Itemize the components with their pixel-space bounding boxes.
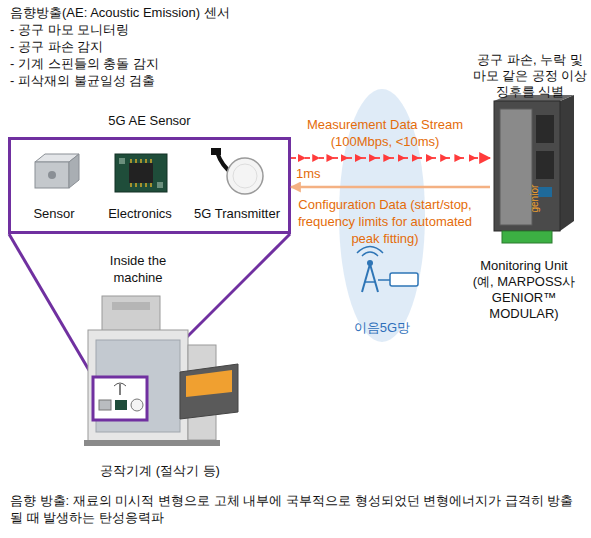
chip-pin — [140, 183, 142, 187]
diagram-title: 음향방출(AE: Acoustic Emission) 센서 — [10, 4, 410, 21]
machine-panel-screen — [186, 370, 232, 397]
node-text: Electronics — [99, 206, 181, 222]
antenna-wave — [357, 247, 383, 254]
chip-pin — [130, 159, 132, 163]
transmitter-part: 5G Transmitter — [187, 146, 287, 228]
sensor-module-box: 5G AE SensorSensorElectronics5G Transmit… — [8, 137, 291, 234]
sensor-bolt — [48, 171, 56, 179]
feature-item: - 기계 스핀들의 충돌 감지 — [10, 55, 310, 72]
annotation: 공작기계 (절삭기 등) — [90, 462, 230, 479]
sensor-location-box — [93, 377, 147, 420]
annotation: 1ms — [296, 165, 336, 182]
brand-mark: genior — [526, 157, 543, 213]
node-text: 5G Transmitter — [187, 206, 287, 222]
chip-body — [129, 163, 153, 183]
node-icon — [490, 95, 582, 245]
chip-pin — [145, 159, 147, 163]
monitoring-unit: 공구 파손, 누락 및 마모 같은 공정 이상 징후를 식별Monitoring… — [490, 95, 582, 245]
feature-item: - 공구 마모 모니터링 — [10, 21, 310, 38]
chip-pin — [130, 183, 132, 187]
device-port — [538, 187, 552, 197]
edge-label: Configuration Data (start/stop, frequenc… — [285, 196, 485, 247]
mini-chip-icon — [115, 400, 127, 410]
mini-antenna-wave — [114, 383, 126, 386]
sensor-side — [69, 154, 79, 188]
antenna-wave — [362, 252, 378, 256]
mini-transmitter-icon — [131, 399, 143, 411]
device-connector — [502, 231, 552, 243]
device-front-panel — [500, 109, 532, 225]
node-text: 5G AE Sensor — [8, 113, 291, 129]
sensor-front — [35, 162, 69, 188]
node-text: 공구 파손, 누락 및 마모 같은 공정 이상 징후를 식별 — [470, 52, 590, 100]
chip-pin — [150, 183, 152, 187]
antenna-tip — [367, 260, 373, 266]
data-flow-arrow — [291, 186, 490, 189]
data-flow-arrow — [291, 157, 490, 159]
machine-body — [88, 330, 188, 442]
chip-pin — [150, 159, 152, 163]
diagram-caption: 음향 방출: 재료의 미시적 변형으로 고체 내부에 국부적으로 형성되었던 변… — [10, 492, 585, 526]
transmitter-body — [227, 158, 263, 194]
machine-base — [84, 440, 220, 446]
edge-label: Measurement Data Stream (100Mbps, <10ms) — [300, 116, 470, 150]
network-device — [390, 273, 418, 286]
zoom-line — [9, 234, 93, 377]
node-icon — [19, 146, 89, 201]
node-text: 이음5G망 — [338, 320, 426, 336]
annotation: Inside the machine — [98, 252, 178, 286]
feature-item: - 피삭재의 불균일성 검출 — [10, 72, 310, 89]
electronics-part: Electronics — [99, 146, 181, 228]
transmitter-ring — [233, 164, 257, 188]
feature-item: - 공구 파손 감지 — [10, 38, 310, 55]
sensor-part: Sensor — [19, 146, 89, 228]
device-body — [494, 101, 560, 231]
pcb-board — [115, 154, 167, 192]
mini-antenna-icon — [119, 384, 121, 395]
chip-pin — [135, 159, 137, 163]
transmitter-plug — [211, 148, 221, 155]
node-text: Monitoring Unit (예, MARPOSS사 GENIOR™ MOD… — [470, 258, 578, 322]
device-side — [560, 95, 574, 231]
chip-pin — [140, 159, 142, 163]
mini-sensor-icon — [99, 400, 111, 410]
machine-control-panel — [180, 364, 238, 419]
device-port — [536, 115, 554, 143]
antenna-link — [378, 279, 390, 281]
pcb-part — [157, 182, 163, 188]
antenna-leg — [370, 264, 378, 292]
pcb-part — [119, 158, 125, 164]
machine-detail — [112, 302, 150, 310]
node-text: Sensor — [19, 206, 89, 222]
chip-pin — [135, 183, 137, 187]
antenna-leg — [362, 264, 370, 292]
node-icon — [99, 146, 181, 201]
chip-pin — [145, 183, 147, 187]
node-icon — [187, 146, 287, 201]
antenna-brace — [365, 281, 375, 283]
device-port — [536, 151, 554, 179]
